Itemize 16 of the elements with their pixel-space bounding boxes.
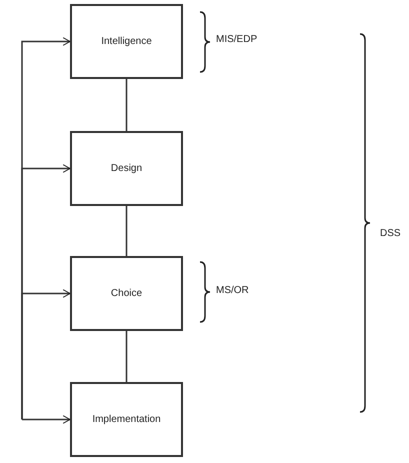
bracket-label: MS/OR	[216, 285, 249, 296]
step-label: Implementation	[92, 414, 161, 425]
step-label: Choice	[110, 288, 142, 299]
process-box	[70, 256, 183, 331]
connector-line	[126, 331, 128, 382]
connector-line	[126, 206, 128, 256]
process-box	[70, 382, 183, 457]
connector-line	[126, 79, 128, 131]
process-box	[70, 4, 183, 79]
bracket-label: MIS/EDP	[216, 34, 258, 45]
connector-line	[21, 415, 70, 424]
bracket-label: DSS	[380, 228, 401, 239]
step-label: Intelligence	[101, 36, 152, 47]
process-box	[70, 131, 183, 206]
step-label: Design	[110, 163, 142, 174]
connector-line	[21, 289, 70, 420]
